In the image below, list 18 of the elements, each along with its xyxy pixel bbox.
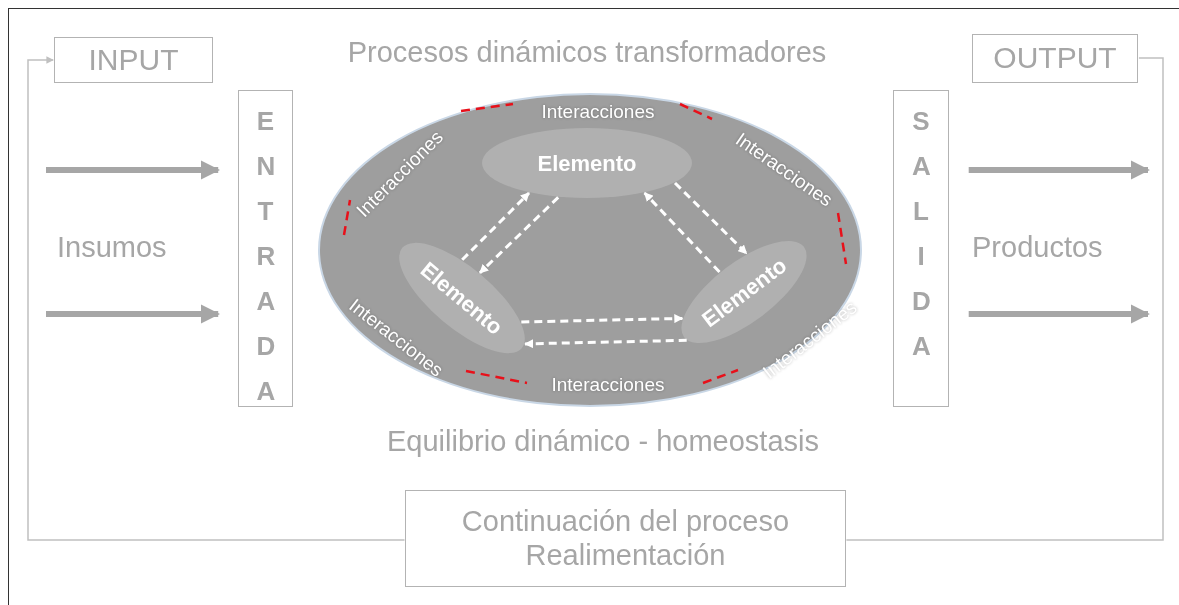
element-ellipse — [482, 128, 692, 198]
label-box — [405, 490, 846, 587]
flow-label: Productos — [972, 231, 1103, 264]
box-label: INPUT — [88, 42, 179, 78]
vertical-box — [238, 90, 293, 407]
interaction-label: Interacciones — [551, 374, 665, 396]
interaction-label: Interacciones — [541, 101, 655, 123]
vertical-label: ENTRADA — [256, 105, 275, 408]
box-label: OUTPUT — [993, 41, 1117, 76]
label-box — [972, 34, 1138, 83]
vertical-box — [893, 90, 949, 407]
heading: Procesos dinámicos transformadores — [347, 36, 827, 69]
vertical-label: SALIDA — [911, 105, 931, 363]
box-label: Continuación del proceso Realimentación — [460, 505, 791, 572]
element-label: Elemento — [537, 151, 637, 176]
homeostasis-label: Equilibrio dinámico - homeostasis — [387, 425, 819, 458]
flow-label: Insumos — [57, 231, 167, 264]
label-box — [54, 37, 213, 83]
